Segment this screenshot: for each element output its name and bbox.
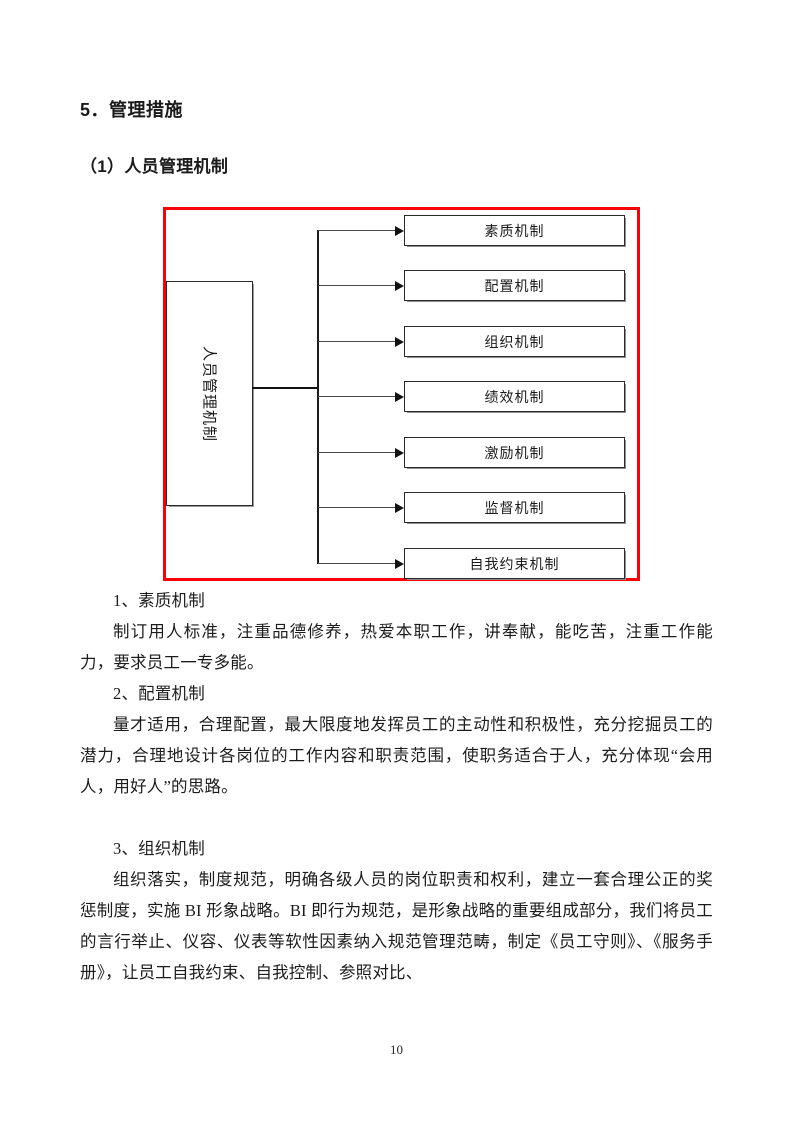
leaf-node-box: 监督机制 — [404, 492, 625, 523]
leaf-node-label: 素质机制 — [484, 224, 545, 240]
leaf-node-box: 自我约束机制 — [404, 548, 625, 579]
root-node-label: 人员管理机制 — [200, 345, 216, 442]
arrowhead-icon — [395, 226, 404, 236]
leaf-node-label: 配置机制 — [484, 279, 545, 295]
org-chart-figure: 人员管理机制 素质机制 配置机制 组织机制 — [163, 207, 640, 581]
paragraph: 3、组织机制 — [113, 839, 205, 858]
connector-branch — [318, 285, 395, 286]
connector-stem — [252, 387, 318, 389]
arrowhead-icon — [395, 392, 404, 402]
paragraph: 制订用人标准，注重品德修养，热爱本职工作，讲奉献，能吃苦，注重工作能力，要求员工… — [80, 622, 713, 672]
connector-branch — [318, 396, 395, 397]
leaf-node-label: 绩效机制 — [484, 390, 545, 406]
connector-branch — [318, 230, 395, 231]
leaf-node-box: 激励机制 — [404, 437, 625, 468]
paragraph: 2、配置机制 — [113, 684, 205, 703]
figure-canvas: 人员管理机制 素质机制 配置机制 组织机制 — [166, 210, 637, 579]
page-title: 5．管理措施 — [80, 100, 184, 120]
arrowhead-icon — [395, 503, 404, 513]
connector-branch — [318, 341, 395, 342]
leaf-node-label: 自我约束机制 — [469, 557, 560, 573]
paragraph: 1、素质机制 — [113, 591, 205, 610]
arrowhead-icon — [395, 281, 404, 291]
connector-branch — [318, 507, 395, 508]
leaf-node-label: 组织机制 — [484, 335, 545, 351]
root-node-box: 人员管理机制 — [166, 281, 253, 506]
connector-branch — [318, 452, 395, 453]
connector-branch — [318, 563, 395, 564]
leaf-node-label: 激励机制 — [484, 446, 545, 462]
paragraph: 量才适用，合理配置，最大限度地发挥员工的主动性和积极性，充分挖掘员工的潜力，合理… — [80, 715, 713, 796]
page-number: 10 — [390, 1042, 403, 1057]
arrowhead-icon — [395, 337, 404, 347]
subsection-heading: （1）人员管理机制 — [80, 157, 229, 176]
connector-trunk — [317, 230, 319, 564]
leaf-node-box: 配置机制 — [404, 270, 625, 301]
paragraph: 组织落实，制度规范，明确各级人员的岗位职责和权利，建立一套合理公正的奖惩制度，实… — [80, 870, 713, 982]
arrowhead-icon — [395, 559, 404, 569]
leaf-node-box: 素质机制 — [404, 215, 625, 246]
leaf-node-box: 组织机制 — [404, 326, 625, 357]
leaf-node-label: 监督机制 — [484, 501, 545, 517]
arrowhead-icon — [395, 448, 404, 458]
leaf-node-box: 绩效机制 — [404, 381, 625, 412]
